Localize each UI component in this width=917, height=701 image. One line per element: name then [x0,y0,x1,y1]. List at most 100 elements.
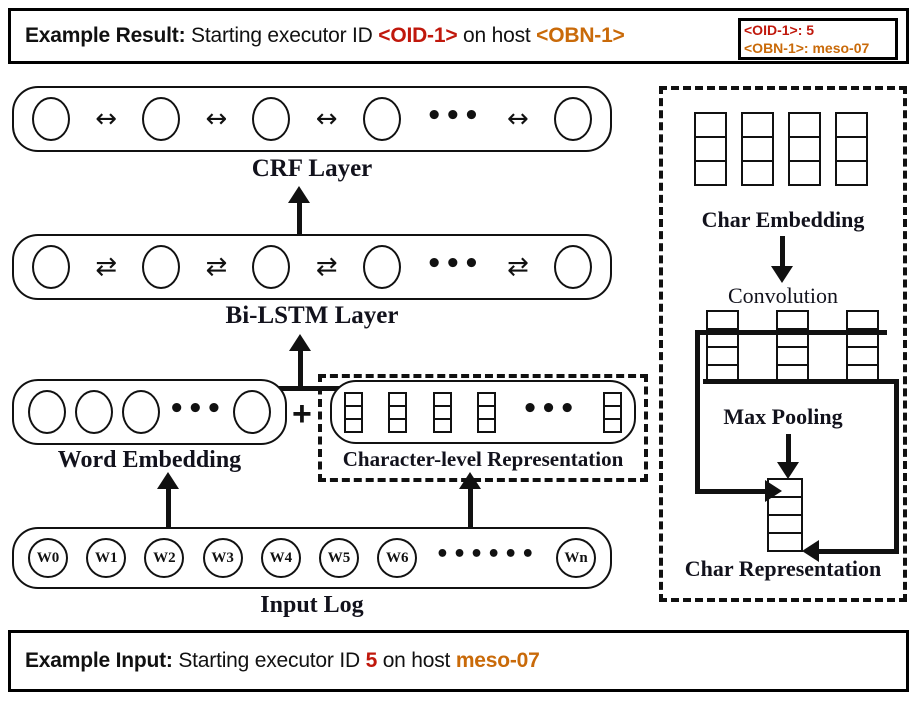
word-embedding-input-arrow-head [157,472,179,489]
char-level-stack-3 [477,391,497,433]
cell [694,160,727,186]
max-pooling-caption: Max Pooling [723,404,843,429]
character-level-capsule: ••• [330,380,636,444]
cell [477,417,497,433]
crf-ellipsis: ••• [425,101,482,131]
cell [388,417,408,433]
example-input-label: Example Input: [25,649,173,672]
input-log-ellipsis: •••••• [435,542,538,567]
cell [767,532,803,552]
bilstm-connector-1: ⇄ [95,252,118,282]
char-level-stack-1 [388,391,408,433]
bilstm-layer-capsule: ⇄⇄⇄•••⇄ [12,234,612,300]
example-result-mid: on host [457,24,537,47]
word-embedding-node-2 [121,390,160,434]
legend-oid-value: 5 [802,21,815,38]
input-log-token-W6: W6 [377,538,418,578]
cell [846,346,879,366]
cell [776,310,809,330]
example-input-id-value: 5 [365,649,378,672]
bilstm-connector-4: ⇄ [507,252,529,282]
input-log-token-W4: W4 [260,538,301,578]
cell [741,136,774,162]
bilstm-node-0 [32,245,70,289]
bilstm-node-4 [554,245,593,289]
input-log-token-W3: W3 [202,538,243,578]
crf-connector-2: ↔ [205,104,228,134]
word-embedding-caption: Word Embedding [57,447,242,473]
conv-left-feedback-shaft [695,330,700,494]
cell [788,136,821,162]
convolution-column-0 [706,310,739,384]
convolution-grid [706,310,879,384]
example-input-host-value: meso-07 [455,649,540,672]
char-representation-caption: Char Representation [684,556,882,581]
cell [602,417,622,433]
cell [767,514,803,534]
convolution-caption: Convolution [727,283,838,308]
cell [788,160,821,186]
word-embedding-node-0 [28,390,66,434]
word-embedding-capsule: ••• [12,379,287,445]
crf-input-arrow-shaft [297,200,302,248]
convolution-arrow-shaft [780,236,785,268]
cell [741,160,774,186]
concat-plus-symbol: + [292,395,312,433]
char-representation-vector [767,478,803,552]
conv-right-feedback-arm [818,549,899,554]
word-embedding-ellipsis: ••• [168,394,225,424]
legend-line-obn: <OBN-1>: meso-07 [744,39,892,57]
convolution-column-2 [846,310,879,384]
char-level-input-arrow-shaft [468,487,473,527]
cell [706,310,739,330]
obn-tag: <OBN-1> [536,24,625,47]
cell [694,112,727,138]
example-input-text: Example Input: Starting executor ID 5 on… [11,649,540,673]
bilstm-connector-3: ⇄ [315,252,338,282]
cell [767,478,803,498]
char-representation-cells [767,478,803,552]
char-level-stack-2 [432,391,452,433]
char-level-stack-4 [602,391,622,433]
char-embedding-caption: Char Embedding [701,207,865,232]
cell [344,417,363,433]
legend-obn-key: <OBN-1>: [744,40,809,56]
crf-node-4 [554,97,593,141]
bilstm-node-2 [252,245,291,289]
input-log-token-W0: W0 [28,538,68,578]
merge-arrow-head [289,334,311,351]
max-pooling-arrow-shaft [786,434,791,464]
input-log-caption: Input Log [260,592,364,618]
conv-right-feedback-head [802,540,819,562]
conv-left-feedback-arm [695,489,771,494]
input-log-token-Wn: Wn [556,538,596,578]
cell [835,112,868,138]
example-result-text: Example Result: Starting executor ID <OI… [11,24,625,48]
char-level-input-arrow-head [459,472,481,489]
crf-input-arrow-head [288,186,310,203]
conv-window-line-top [695,330,887,335]
legend-obn-value: meso-07 [808,40,870,56]
cell [776,346,809,366]
merge-arrow-shaft [298,350,303,390]
legend-oid-key: <OID-1>: [744,21,803,38]
example-input-prefix: Starting executor ID [172,649,366,672]
cell [846,310,879,330]
input-log-token-W1: W1 [86,538,127,578]
cell [706,346,739,366]
bilstm-node-3 [362,245,401,289]
cell [432,417,452,433]
input-log-token-W5: W5 [319,538,360,578]
placeholder-legend-box: <OID-1>: 5 <OBN-1>: meso-07 [738,18,898,60]
example-result-prefix: Starting executor ID [185,24,379,47]
legend-line-oid: <OID-1>: 5 [744,21,892,39]
crf-layer-caption: CRF Layer [251,155,373,182]
oid-tag: <OID-1> [378,24,458,47]
char-embedding-column-0 [694,112,727,186]
bilstm-node-1 [142,245,181,289]
conv-right-feedback-shaft [894,379,899,554]
crf-node-3 [362,97,401,141]
word-embedding-node-1 [74,390,113,434]
bilstm-layer-caption: Bi-LSTM Layer [225,302,399,329]
convolution-column-1 [776,310,809,384]
